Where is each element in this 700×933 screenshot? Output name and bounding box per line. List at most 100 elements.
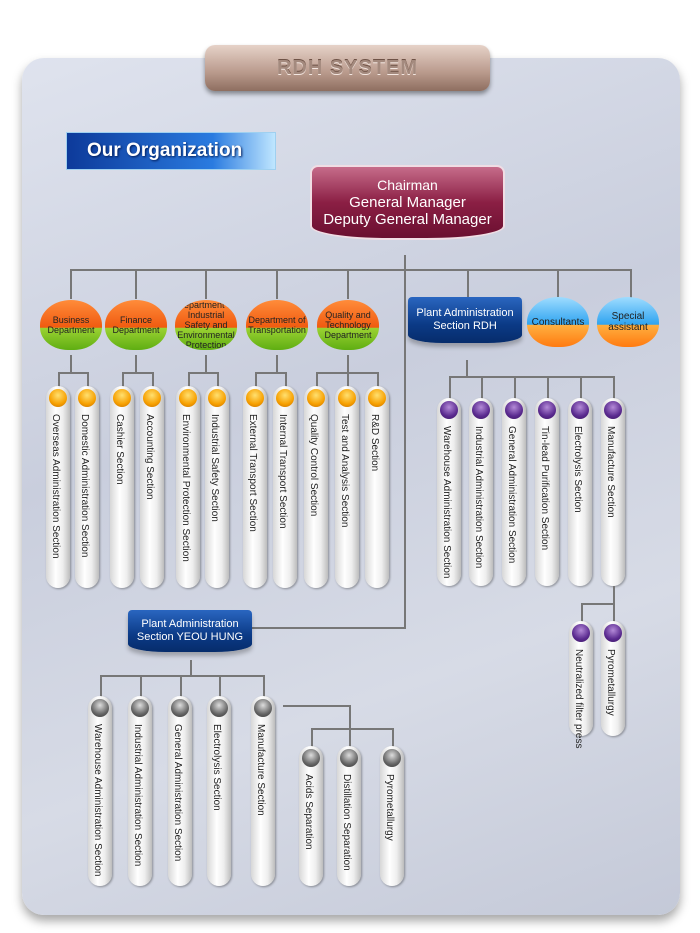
connector-line <box>547 376 549 400</box>
section-label: Electrolysis Section <box>572 426 583 513</box>
connector-line <box>557 269 559 299</box>
system-title-tab: RDH SYSTEM <box>205 45 490 91</box>
section-pill: Internal Transport Section <box>273 386 297 588</box>
section-pill: Warehouse Administration Section <box>437 398 461 586</box>
section-pill: Electrolysis Section <box>207 696 231 886</box>
connector-line <box>316 372 318 388</box>
connector-line <box>122 372 124 388</box>
section-pill: R&D Section <box>365 386 389 588</box>
section-label: Pyrometallurgy <box>384 774 395 841</box>
connector-line <box>311 728 313 748</box>
connector-line <box>205 355 207 373</box>
department-label: Department of Transportation <box>248 315 306 335</box>
connector-line <box>70 269 631 271</box>
section-dot-icon <box>179 389 197 407</box>
section-label: Test and Analysis Section <box>339 414 350 528</box>
section-dot-icon <box>91 699 109 717</box>
section-dot-icon <box>276 389 294 407</box>
section-dot-icon <box>440 401 458 419</box>
section-dot-icon <box>340 749 358 767</box>
section-dot-icon <box>307 389 325 407</box>
section-pill: Manufacture Section <box>601 398 625 586</box>
connector-line <box>250 627 406 629</box>
section-label: R&D Section <box>369 414 380 472</box>
banner-title: Our Organization <box>87 140 243 161</box>
connector-line <box>285 372 287 388</box>
connector-line <box>140 675 142 697</box>
section-pill: Overseas Administration Section <box>46 386 70 588</box>
section-pill: External Transport Section <box>243 386 267 588</box>
connector-line <box>100 675 102 697</box>
department-label: Business Department <box>47 315 95 335</box>
connector-line <box>581 603 583 623</box>
section-dot-icon <box>210 699 228 717</box>
section-label: Warehouse Administration Section <box>441 426 452 579</box>
connector-line <box>58 372 89 374</box>
section-label: Pyrometallurgy <box>605 649 616 716</box>
general-manager-label: General Manager <box>349 194 466 211</box>
our-organization-banner: Our Organization <box>66 132 276 170</box>
section-label: External Transport Section <box>247 414 258 532</box>
connector-line <box>581 603 615 605</box>
section-pill: Cashier Section <box>110 386 134 588</box>
connector-line <box>613 376 615 400</box>
deputy-gm-label: Deputy General Manager <box>323 211 492 228</box>
section-label: Tin-lead Purification Section <box>539 426 550 551</box>
advisor-node: Consultants <box>527 297 589 347</box>
connector-line <box>347 269 349 299</box>
connector-line <box>87 372 89 388</box>
section-label: Internal Transport Section <box>277 414 288 529</box>
section-pill: Neutralized filter press <box>569 621 593 748</box>
connector-line <box>190 660 192 676</box>
department-node: Department of Industrial Safety and Envi… <box>175 300 237 350</box>
connector-line <box>70 269 72 299</box>
advisor-node: Special assistant <box>597 297 659 347</box>
section-label: Overseas Administration Section <box>50 414 61 559</box>
section-label: General Administration Section <box>506 426 517 564</box>
section-pill: Industrial Safety Section <box>205 386 229 588</box>
section-pill: Accounting Section <box>140 386 164 588</box>
section-dot-icon <box>505 401 523 419</box>
section-dot-icon <box>604 401 622 419</box>
section-pill: Distillation Separation <box>337 746 361 886</box>
section-dot-icon <box>302 749 320 767</box>
section-label: Manufacture Section <box>255 724 266 816</box>
section-pill: Quality Control Section <box>304 386 328 588</box>
section-pill: Pyrometallurgy <box>380 746 404 886</box>
connector-line <box>377 372 379 388</box>
section-label: Industrial Safety Section <box>209 414 220 522</box>
connector-line <box>514 376 516 400</box>
section-pill: Environmental Protection Section <box>176 386 200 588</box>
connector-line <box>135 355 137 373</box>
connector-line <box>580 376 582 400</box>
section-dot-icon <box>113 389 131 407</box>
connector-line <box>283 705 350 707</box>
section-pill: Test and Analysis Section <box>335 386 359 588</box>
section-dot-icon <box>383 749 401 767</box>
section-dot-icon <box>571 401 589 419</box>
section-label: Cashier Section <box>114 414 125 485</box>
connector-line <box>219 675 221 697</box>
connector-line <box>205 269 207 299</box>
section-pill: Pyrometallurgy <box>601 621 625 736</box>
section-label: General Administration Section <box>172 724 183 862</box>
section-dot-icon <box>538 401 556 419</box>
section-label: Domestic Administration Section <box>79 414 90 558</box>
section-dot-icon <box>208 389 226 407</box>
section-pill: Industrial Administration Section <box>469 398 493 586</box>
connector-line <box>349 728 351 748</box>
section-dot-icon <box>49 389 67 407</box>
plant-rdh-node: Plant Administration Section RDH <box>408 297 522 343</box>
section-pill: Industrial Administration Section <box>128 696 152 886</box>
connector-line <box>180 675 182 697</box>
connector-line <box>349 705 351 729</box>
connector-line <box>58 372 60 388</box>
section-dot-icon <box>604 624 622 642</box>
section-pill: Domestic Administration Section <box>75 386 99 588</box>
section-pill: Warehouse Administration Section <box>88 696 112 886</box>
section-pill: General Administration Section <box>168 696 192 886</box>
section-label: Electrolysis Section <box>211 724 222 811</box>
department-node: Quality and Technology Department <box>317 300 379 350</box>
connector-line <box>613 603 615 623</box>
connector-line <box>404 255 406 629</box>
